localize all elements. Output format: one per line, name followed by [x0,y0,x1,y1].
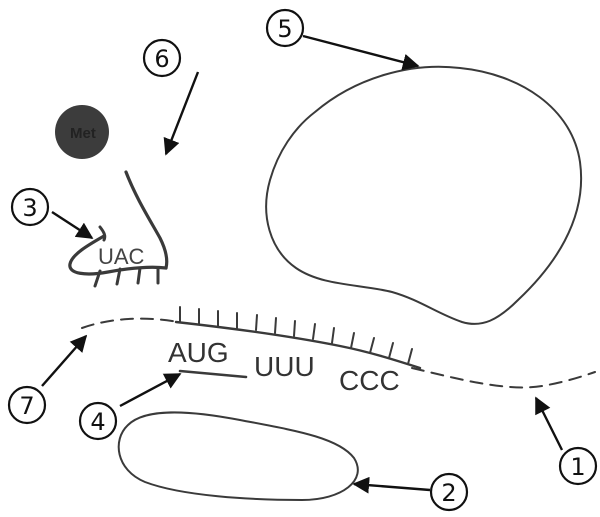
trna-anticodon: UAC [98,244,145,269]
large-ribosomal-subunit [265,65,583,325]
arrow-6 [163,71,200,156]
mrna-backbone [174,320,422,370]
svg-text:1: 1 [570,453,585,481]
mrna-3-prime-end [411,367,596,389]
small-ribosomal-subunit [117,411,359,501]
codon-uuu: UUU [254,351,315,382]
mrna-base-ticks [179,306,413,365]
trna-5-prime-arm [98,225,107,242]
svg-text:3: 3 [22,194,37,222]
codon-aug: AUG [168,337,229,368]
arrow-3 [51,210,94,240]
codon-ccc: CCC [339,365,400,396]
methionine-ball [55,105,109,159]
trna-acceptor-stem [124,170,169,270]
arrow-7 [41,334,88,387]
callout-7: 7 [7,385,47,425]
start-codon-underline [178,369,248,379]
methionine-label: Met [70,125,96,142]
svg-text:4: 4 [90,408,105,436]
mrna-5-prime-end [81,317,179,329]
arrow-4 [119,372,182,408]
callout-5: 5 [265,8,305,48]
callout-1: 1 [558,446,598,486]
callout-3: 3 [10,187,50,227]
svg-text:5: 5 [277,15,292,43]
arrow-5 [302,34,420,71]
svg-text:7: 7 [19,392,34,420]
trna-anticodon-ticks [93,266,160,288]
callout-2: 2 [429,472,469,512]
svg-text:6: 6 [154,45,169,73]
arrow-1 [534,396,564,451]
callout-4: 4 [78,401,118,441]
callout-6: 6 [142,38,182,78]
arrow-2 [352,476,431,494]
svg-text:2: 2 [441,479,456,507]
trna: UAC [68,170,169,288]
